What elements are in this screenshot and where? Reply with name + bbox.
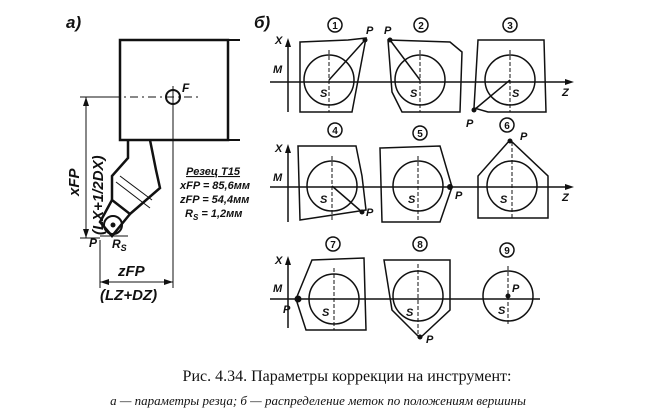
position-8: 8 P S (383, 236, 451, 346)
svg-text:S: S (410, 88, 418, 100)
svg-text:S: S (322, 307, 330, 319)
caption-line-1: Рис. 4.34. Параметры коррекции на инстру… (183, 368, 512, 385)
position-2: 2 P S (384, 17, 463, 113)
svg-text:S: S (406, 307, 414, 319)
rs-label: RS (112, 237, 127, 253)
svg-text:M: M (273, 64, 283, 76)
dim-xfp: xFP (66, 167, 83, 197)
svg-text:P: P (455, 190, 463, 202)
cutter-params: Резец T15 xFP = 85,6мм zFP = 54,4мм RS =… (179, 166, 250, 222)
svg-text:Z: Z (561, 87, 570, 99)
params-zfp: zFP = 54,4мм (179, 194, 249, 206)
svg-text:6: 6 (504, 121, 510, 132)
row-3-axes: X M (270, 255, 540, 328)
position-3: 3 P S (466, 17, 547, 130)
svg-text:P: P (384, 25, 392, 37)
svg-text:S: S (512, 88, 520, 100)
svg-text:Z: Z (561, 192, 570, 204)
dim-lz-dz: (LZ+DZ) (100, 287, 157, 304)
position-4: 4 P S (297, 122, 374, 221)
svg-text:P: P (426, 334, 434, 346)
svg-text:8: 8 (417, 240, 423, 251)
svg-text:P: P (283, 304, 291, 316)
point-p-label: P (89, 236, 98, 250)
vertical-dimension: xFP (LX+1/2DX) (66, 96, 112, 239)
svg-text:2: 2 (418, 21, 424, 32)
position-5: 5 P S (379, 125, 463, 223)
panel-a: a) F P RS (66, 13, 250, 304)
cutter-tip-radius (103, 215, 123, 235)
position-7: 7 P S (283, 236, 367, 331)
caption-line-2: а — параметры резца; б — распределение м… (110, 393, 526, 408)
svg-text:X: X (274, 143, 283, 155)
position-9: 9 P S (482, 242, 534, 326)
dim-zfp: zFP (117, 263, 146, 280)
svg-text:3: 3 (507, 21, 513, 32)
svg-text:M: M (273, 172, 283, 184)
row-2-axes: X Z M (270, 143, 574, 222)
svg-text:P: P (466, 118, 474, 130)
svg-text:S: S (408, 194, 416, 206)
svg-text:5: 5 (417, 129, 423, 140)
position-1: 1 P S (299, 17, 374, 113)
params-rs: RS = 1,2мм (185, 208, 242, 222)
row-1-axes: X Z M (270, 35, 574, 112)
tool-holder: F (112, 38, 240, 142)
svg-text:S: S (320, 194, 328, 206)
svg-text:1: 1 (332, 21, 338, 32)
params-title: Резец T15 (186, 166, 241, 178)
tip-center-dot (110, 222, 116, 228)
svg-text:4: 4 (332, 126, 338, 137)
turret-block (118, 38, 230, 142)
point-f-label: F (182, 81, 190, 95)
svg-text:X: X (274, 35, 283, 47)
svg-text:P: P (366, 207, 374, 219)
svg-text:X: X (274, 255, 283, 267)
svg-text:7: 7 (330, 240, 336, 251)
svg-text:9: 9 (504, 246, 510, 257)
position-6: 6 P S (477, 117, 549, 219)
svg-text:S: S (498, 305, 506, 317)
cutter-shank: P RS (89, 139, 162, 253)
caption: Рис. 4.34. Параметры коррекции на инстру… (110, 368, 526, 408)
svg-text:P: P (520, 131, 528, 143)
panel-b-label: б) (254, 13, 271, 32)
svg-text:P: P (366, 25, 374, 37)
svg-text:S: S (500, 194, 508, 206)
dim-lx-dx: (LX+1/2DX) (90, 155, 107, 235)
panel-b: б) X Z M X Z M X M (254, 13, 574, 346)
panel-a-label: a) (66, 13, 81, 32)
svg-text:M: M (273, 283, 283, 295)
params-xfp: xFP = 85,6мм (179, 180, 250, 192)
svg-text:S: S (320, 88, 328, 100)
horizontal-dimension: zFP (LZ+DZ) (99, 108, 174, 304)
svg-text:P: P (512, 283, 520, 295)
